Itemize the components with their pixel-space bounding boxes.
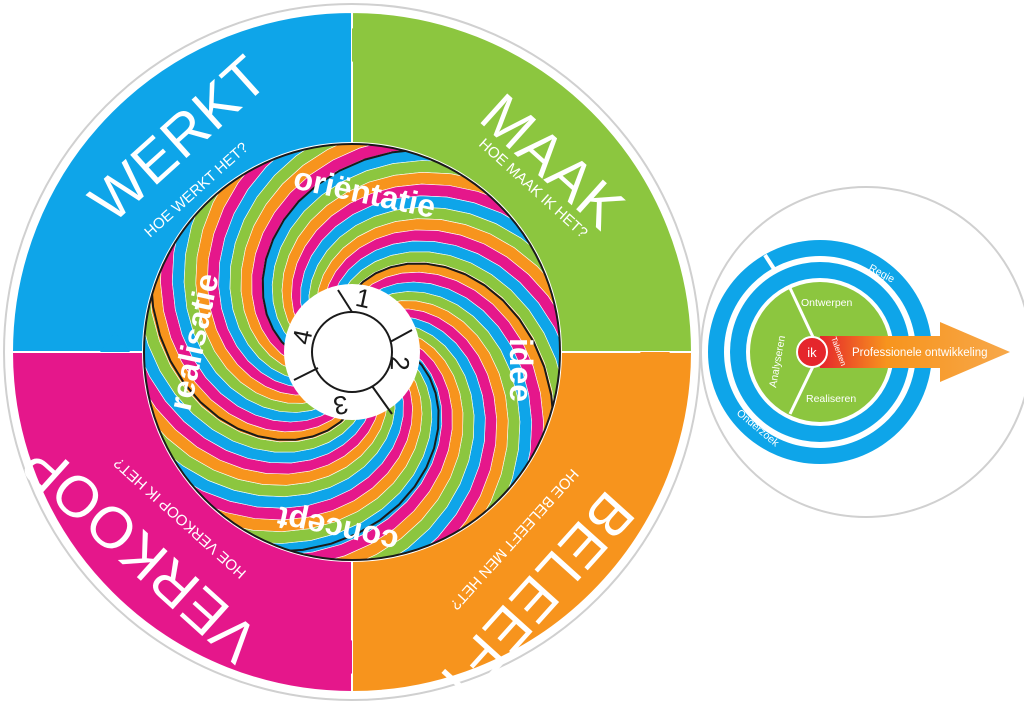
side-outer-divider	[763, 253, 778, 274]
ik-circle	[796, 336, 828, 368]
swirl-separator	[149, 276, 351, 441]
phase-idee: idee	[503, 338, 539, 402]
realiseren-label: Realiseren	[806, 393, 856, 405]
puzzle-notches	[100, 28, 670, 674]
step-2: 2	[385, 355, 415, 371]
swirl-separator	[261, 148, 424, 353]
development-arrow	[820, 322, 1010, 382]
swirl-separator	[272, 354, 440, 553]
swirl-separator	[352, 262, 555, 426]
step-3: 3	[331, 389, 350, 421]
hub-dividers	[293, 289, 413, 415]
center-circle	[311, 311, 393, 393]
notch-bottom	[332, 640, 352, 674]
step-1: 1	[353, 282, 373, 314]
step-4: 4	[286, 327, 318, 347]
ontwerpen-label: Ontwerpen	[801, 297, 853, 309]
notch-right	[640, 352, 670, 372]
notch-top	[352, 28, 372, 62]
side-diagram: Professionele ontwikkeling ik Talenten O…	[708, 240, 1010, 464]
arrow-label: Professionele ontwikkeling	[852, 347, 988, 359]
swirl-border	[143, 143, 561, 561]
notch-left	[100, 332, 130, 352]
swirl-ring	[144, 144, 560, 560]
ik-label: ik	[807, 345, 817, 360]
